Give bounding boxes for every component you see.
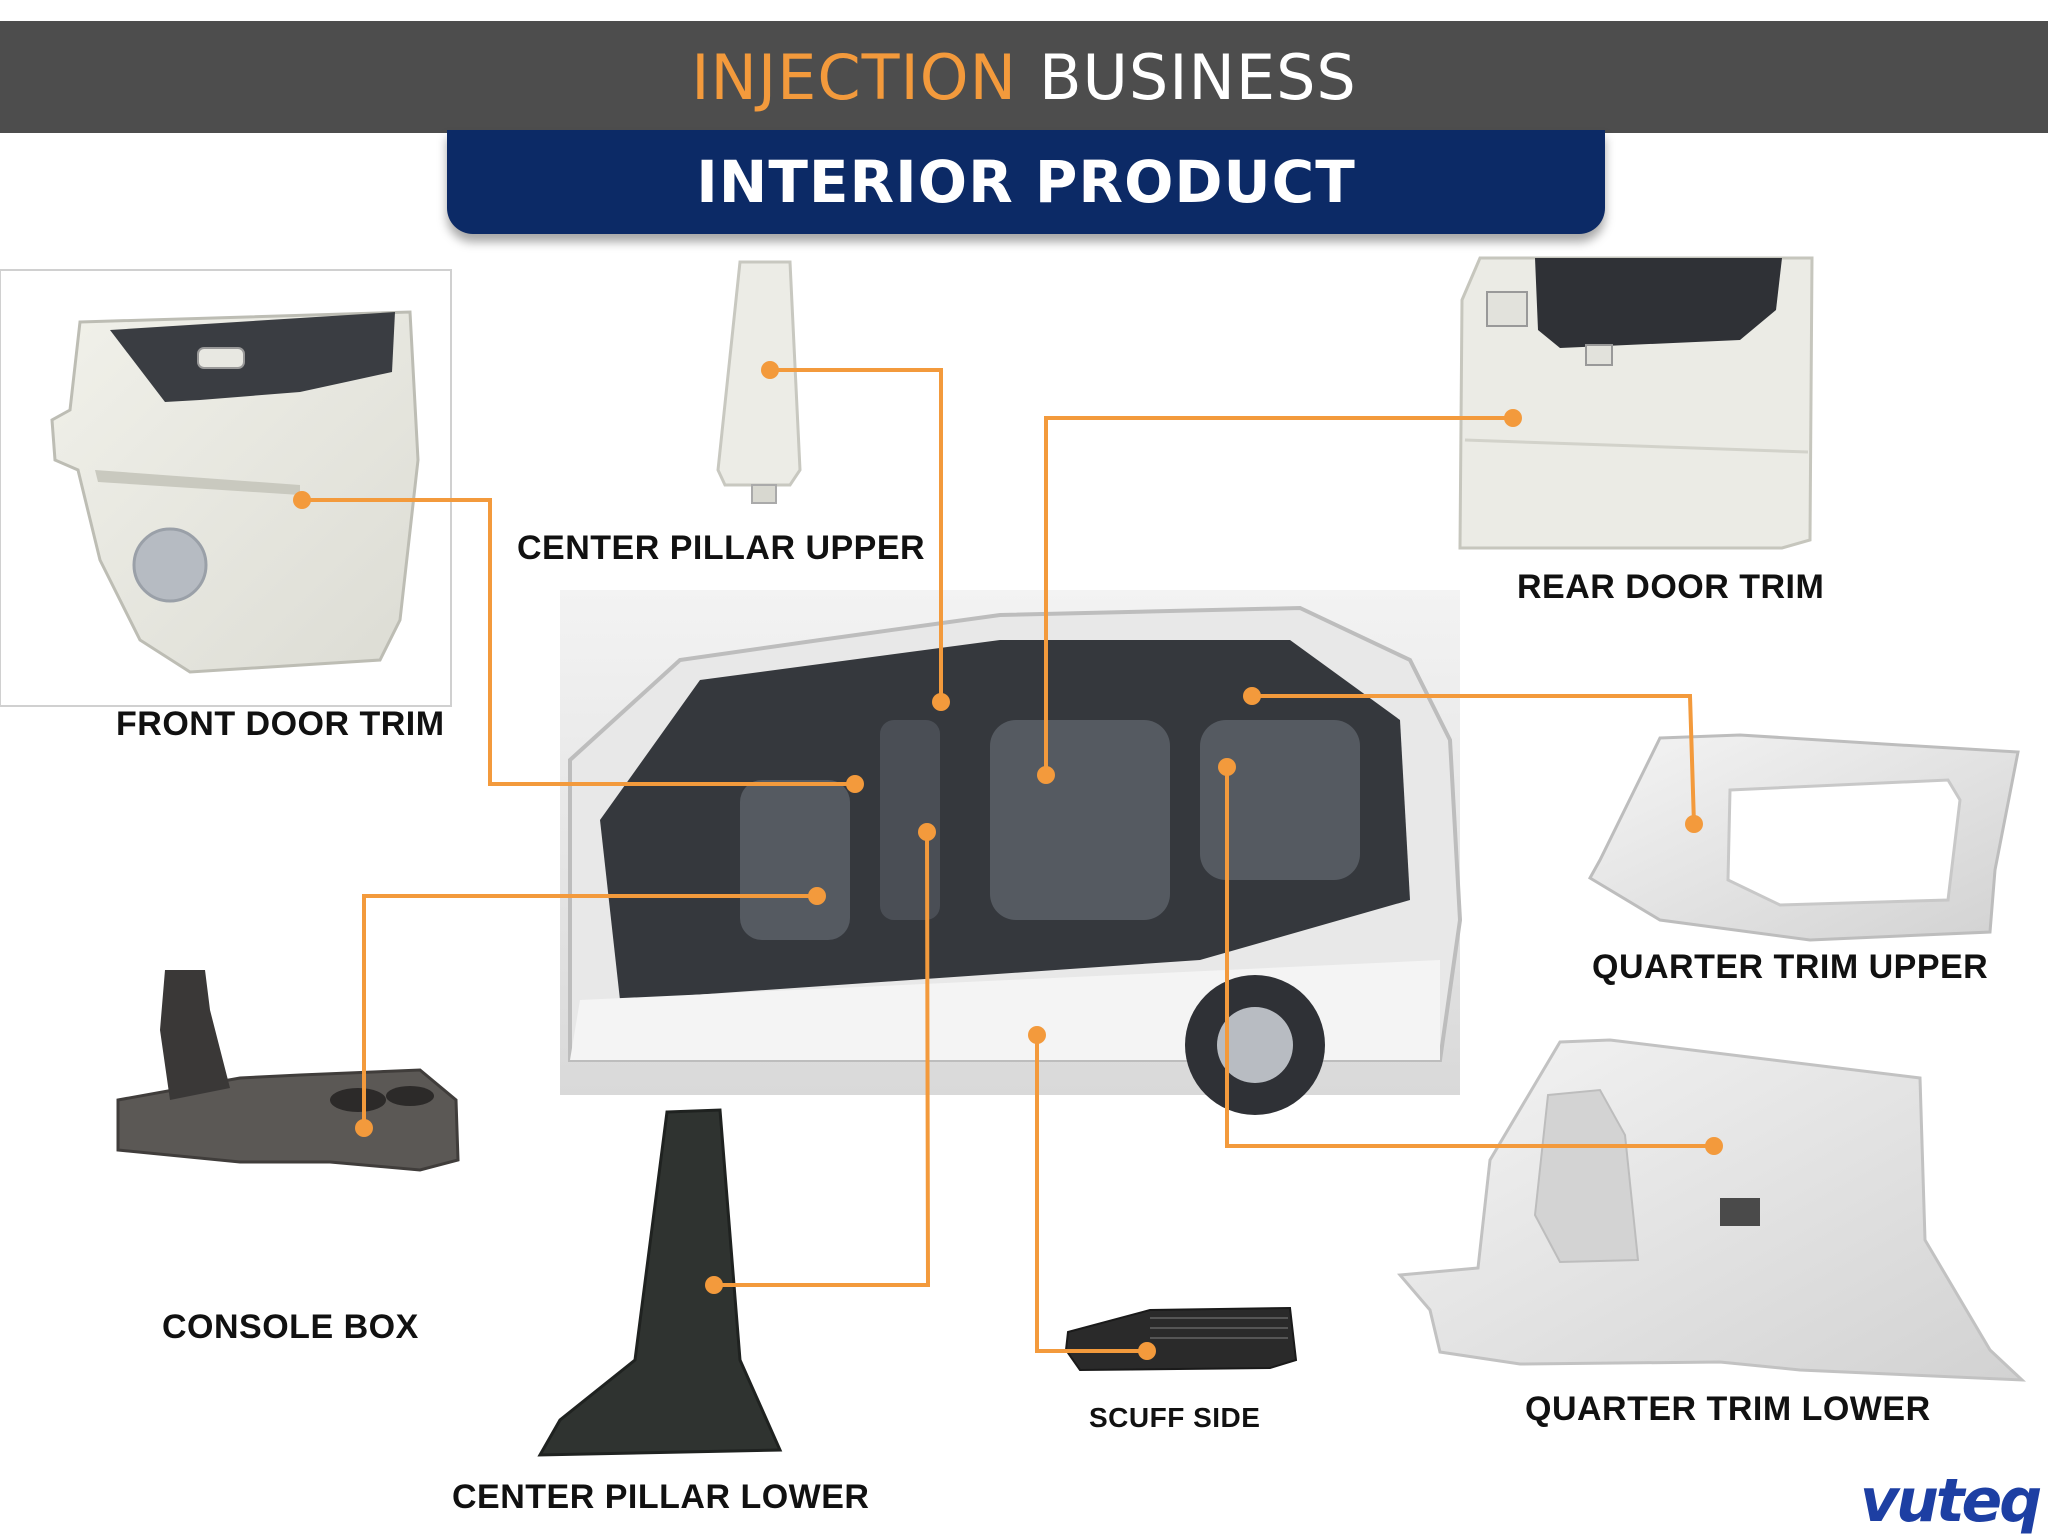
- center-pillar-upper-label: CENTER PILLAR UPPER: [517, 529, 926, 567]
- console-box-leader: [362, 894, 817, 1128]
- quarter-trim-upper-image: [1587, 733, 2020, 942]
- center-pillar-lower-marker: [705, 1276, 723, 1294]
- center-pillar-upper-leader: [770, 368, 943, 702]
- quarter-trim-lower-car-marker: [1218, 758, 1236, 776]
- quarter-trim-upper-leader: [1252, 694, 1696, 825]
- console-box-marker: [355, 1119, 373, 1137]
- quarter-trim-lower-label: QUARTER TRIM LOWER: [1525, 1390, 1931, 1428]
- car-interior-image: [560, 590, 1463, 1115]
- scuff-side-car-marker: [1028, 1026, 1046, 1044]
- center-pillar-upper-car-marker: [932, 693, 950, 711]
- quarter-trim-upper-car-marker: [1243, 687, 1261, 705]
- console-box-image: [116, 970, 460, 1172]
- rear-door-trim-leader: [1044, 416, 1513, 775]
- scuff-side-leader: [1035, 1035, 1147, 1353]
- rear-door-trim-marker: [1504, 409, 1522, 427]
- center-pillar-upper-image: [716, 260, 802, 504]
- quarter-trim-lower-marker: [1705, 1137, 1723, 1155]
- title-highlight: INJECTION: [691, 40, 1017, 114]
- quarter-trim-upper-label: QUARTER TRIM UPPER: [1592, 948, 1989, 986]
- subtitle-text: INTERIOR PRODUCT: [696, 148, 1356, 216]
- center-pillar-upper-marker: [761, 361, 779, 379]
- center-pillar-lower-leader: [714, 831, 931, 1287]
- scuff-side-image: [1064, 1306, 1298, 1372]
- center-pillar-lower-image: [537, 1108, 783, 1457]
- rear-door-trim-label: REAR DOOR TRIM: [1517, 568, 1825, 606]
- rear-door-trim-car-marker: [1037, 766, 1055, 784]
- title-rest: BUSINESS: [1038, 40, 1357, 114]
- front-door-trim-car-marker: [846, 775, 864, 793]
- header-bar: INJECTION BUSINESS: [0, 21, 2048, 133]
- front-door-trim-marker: [293, 491, 311, 509]
- vuteq-logo: vuteq: [1860, 1466, 2042, 1536]
- front-door-trim-image: [0, 269, 452, 707]
- subtitle-banner: INTERIOR PRODUCT: [447, 130, 1605, 234]
- center-pillar-lower-label: CENTER PILLAR LOWER: [452, 1478, 870, 1516]
- center-pillar-lower-car-marker: [918, 823, 936, 841]
- quarter-trim-lower-leader: [1225, 767, 1714, 1148]
- rear-door-trim-image: [1458, 256, 1814, 550]
- page-title: INJECTION BUSINESS: [691, 41, 1357, 114]
- quarter-trim-upper-marker: [1685, 815, 1703, 833]
- front-door-trim-label: FRONT DOOR TRIM: [116, 705, 445, 743]
- quarter-trim-lower-image: [1396, 1038, 2026, 1382]
- scuff-side-label: SCUFF SIDE: [1089, 1402, 1261, 1433]
- console-box-car-marker: [808, 887, 826, 905]
- console-box-label: CONSOLE BOX: [162, 1308, 419, 1346]
- front-door-trim-leader: [302, 498, 855, 786]
- scuff-side-marker: [1138, 1342, 1156, 1360]
